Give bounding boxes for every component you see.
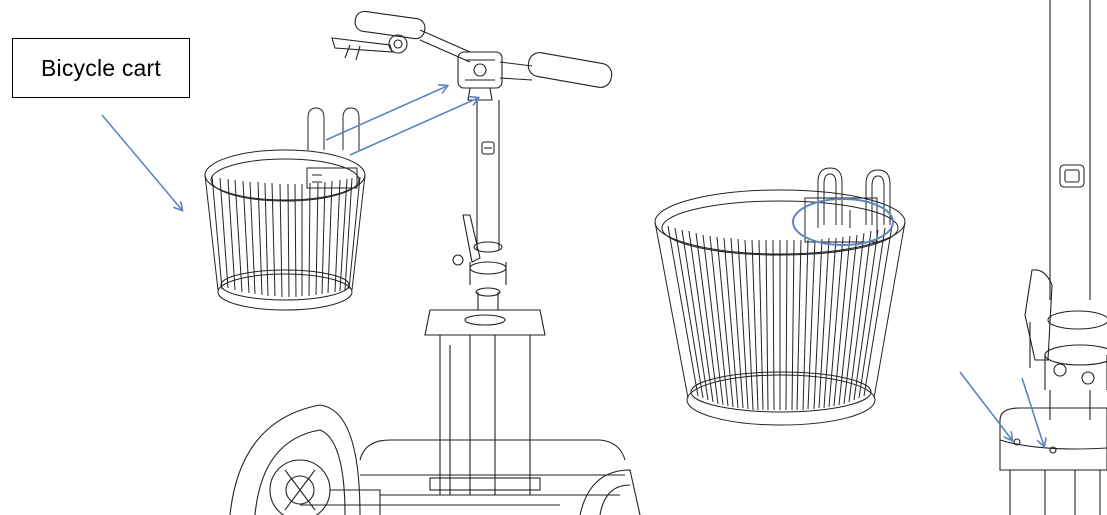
arrow-hook-to-stem-lower: [349, 98, 478, 156]
bracket-highlight-ellipse: [792, 198, 894, 246]
arrow-screw-left: [959, 371, 1012, 440]
callout-label: Bicycle cart: [41, 54, 161, 81]
frame: [300, 439, 626, 515]
arrow-screw-right: [1021, 377, 1044, 446]
stem-detail-figure: [999, 0, 1107, 515]
steering-column: [424, 100, 546, 495]
basket-detail-figure: [654, 167, 906, 426]
arrow-hook-to-stem-upper: [325, 86, 447, 141]
handlebar: [331, 10, 613, 101]
basket-small: [204, 107, 366, 311]
callout-label-box: Bicycle cart: [12, 38, 190, 98]
arrow-label-to-basket: [101, 114, 182, 210]
arrows-right: [959, 371, 1044, 446]
front-wheels: [229, 404, 641, 515]
arrows-left: [101, 86, 478, 210]
scooter-overview-figure: [229, 10, 641, 515]
